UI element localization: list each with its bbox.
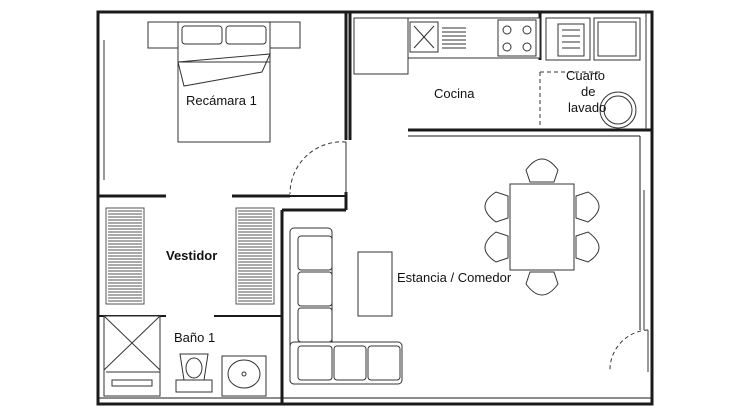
kitchen-fixtures — [353, 17, 541, 75]
label-kitchen: Cocina — [434, 86, 475, 101]
dining-set — [484, 158, 600, 296]
label-laundry-2: de — [581, 84, 596, 99]
windows — [103, 12, 647, 330]
drain-board — [442, 27, 466, 49]
label-living-dining: Estancia / Comedor — [397, 270, 512, 285]
closet-hatch-left — [108, 210, 142, 302]
label-laundry-3: lavado — [568, 100, 607, 115]
label-bath: Baño 1 — [174, 330, 216, 345]
label-laundry-1: Cuarto — [566, 68, 606, 83]
label-bedroom: Recámara 1 — [186, 93, 257, 108]
sofa — [289, 227, 403, 385]
bed — [147, 21, 301, 143]
label-closet: Vestidor — [166, 248, 218, 263]
coffee-table — [357, 251, 393, 317]
closet-hatch-right — [238, 210, 272, 302]
bath-fixtures — [103, 315, 267, 397]
laundry-fixtures — [545, 17, 641, 129]
doors — [289, 71, 649, 373]
